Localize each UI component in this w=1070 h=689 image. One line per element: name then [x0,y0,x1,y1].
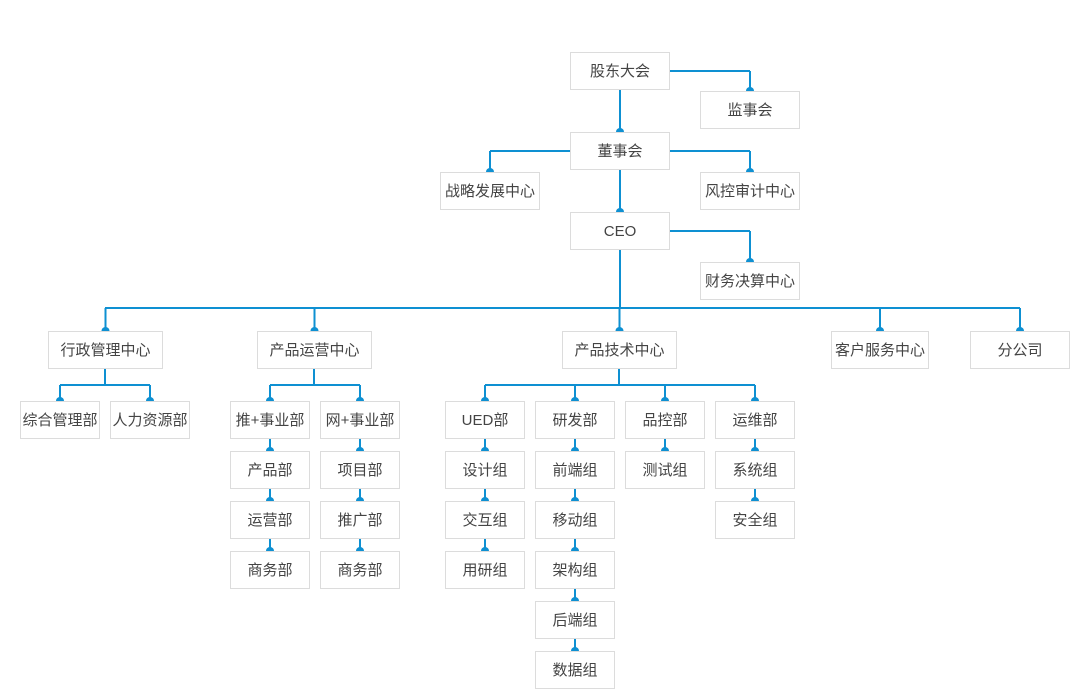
org-node-devops[interactable]: 运维部 [715,401,795,439]
org-node-customer[interactable]: 客户服务中心 [831,331,929,369]
org-node-data-team[interactable]: 数据组 [535,651,615,689]
org-node-branch[interactable]: 分公司 [970,331,1070,369]
org-node-label: 产品部 [247,461,293,479]
org-node-label: 网+事业部 [325,411,395,429]
org-node-prodtech[interactable]: 产品技术中心 [562,331,677,369]
org-node-rnd[interactable]: 研发部 [535,401,615,439]
org-node-label: 项目部 [337,461,383,479]
org-node-promo-dept[interactable]: 推广部 [320,501,400,539]
org-node-label: 分公司 [997,341,1043,359]
org-node-supervisors[interactable]: 监事会 [700,91,800,129]
org-node-system-team[interactable]: 系统组 [715,451,795,489]
org-node-tui-biz[interactable]: 推+事业部 [230,401,310,439]
org-node-ceo[interactable]: CEO [570,212,670,250]
org-node-label: 研发部 [552,411,598,429]
org-node-label: 用研组 [462,561,508,579]
org-node-label: UED部 [461,411,509,429]
org-node-label: 董事会 [597,142,643,160]
org-node-label: 设计组 [462,461,508,479]
org-node-mobile-team[interactable]: 移动组 [535,501,615,539]
org-node-admin[interactable]: 行政管理中心 [48,331,163,369]
org-node-label: 财务决算中心 [704,272,795,290]
org-node-frontend-team[interactable]: 前端组 [535,451,615,489]
org-node-security-team[interactable]: 安全组 [715,501,795,539]
org-node-board[interactable]: 董事会 [570,132,670,170]
org-node-strategy[interactable]: 战略发展中心 [440,172,540,210]
org-node-label: 品控部 [642,411,688,429]
org-node-label: 产品技术中心 [574,341,665,359]
org-node-label: 股东大会 [589,62,650,80]
org-node-shareholders[interactable]: 股东大会 [570,52,670,90]
org-node-label: 推+事业部 [235,411,305,429]
org-node-label: 商务部 [337,561,383,579]
org-node-label: 人力资源部 [112,411,188,429]
org-node-label: 风控审计中心 [704,182,795,200]
org-node-label: 数据组 [552,661,598,679]
org-node-biz-dept-2[interactable]: 商务部 [320,551,400,589]
org-node-label: 商务部 [247,561,293,579]
org-node-general-mgmt[interactable]: 综合管理部 [20,401,100,439]
org-node-label: 后端组 [552,611,598,629]
org-node-qa[interactable]: 品控部 [625,401,705,439]
org-node-label: 测试组 [642,461,688,479]
org-node-label: 安全组 [732,511,778,529]
org-node-label: 前端组 [552,461,598,479]
org-node-hr[interactable]: 人力资源部 [110,401,190,439]
org-node-prodops[interactable]: 产品运营中心 [257,331,372,369]
org-node-label: 移动组 [552,511,598,529]
org-node-label: 运营部 [247,511,293,529]
org-node-label: CEO [603,222,637,240]
org-node-research-team[interactable]: 用研组 [445,551,525,589]
org-node-interact-team[interactable]: 交互组 [445,501,525,539]
org-node-label: 战略发展中心 [444,182,535,200]
org-node-project-dept[interactable]: 项目部 [320,451,400,489]
org-node-backend-team[interactable]: 后端组 [535,601,615,639]
org-node-label: 客户服务中心 [834,341,925,359]
org-node-ued[interactable]: UED部 [445,401,525,439]
org-node-biz-dept-1[interactable]: 商务部 [230,551,310,589]
org-node-label: 行政管理中心 [60,341,151,359]
org-node-riskaudit[interactable]: 风控审计中心 [700,172,800,210]
org-node-arch-team[interactable]: 架构组 [535,551,615,589]
org-node-label: 推广部 [337,511,383,529]
org-node-wang-biz[interactable]: 网+事业部 [320,401,400,439]
org-node-label: 架构组 [552,561,598,579]
org-node-label: 交互组 [462,511,508,529]
org-node-label: 产品运营中心 [269,341,360,359]
org-node-finance[interactable]: 财务决算中心 [700,262,800,300]
org-node-test-team[interactable]: 测试组 [625,451,705,489]
org-node-design-team[interactable]: 设计组 [445,451,525,489]
org-node-label: 系统组 [732,461,778,479]
org-node-label: 综合管理部 [22,411,98,429]
org-node-product-dept[interactable]: 产品部 [230,451,310,489]
org-node-label: 运维部 [732,411,778,429]
org-node-ops-dept[interactable]: 运营部 [230,501,310,539]
org-node-label: 监事会 [727,101,773,119]
